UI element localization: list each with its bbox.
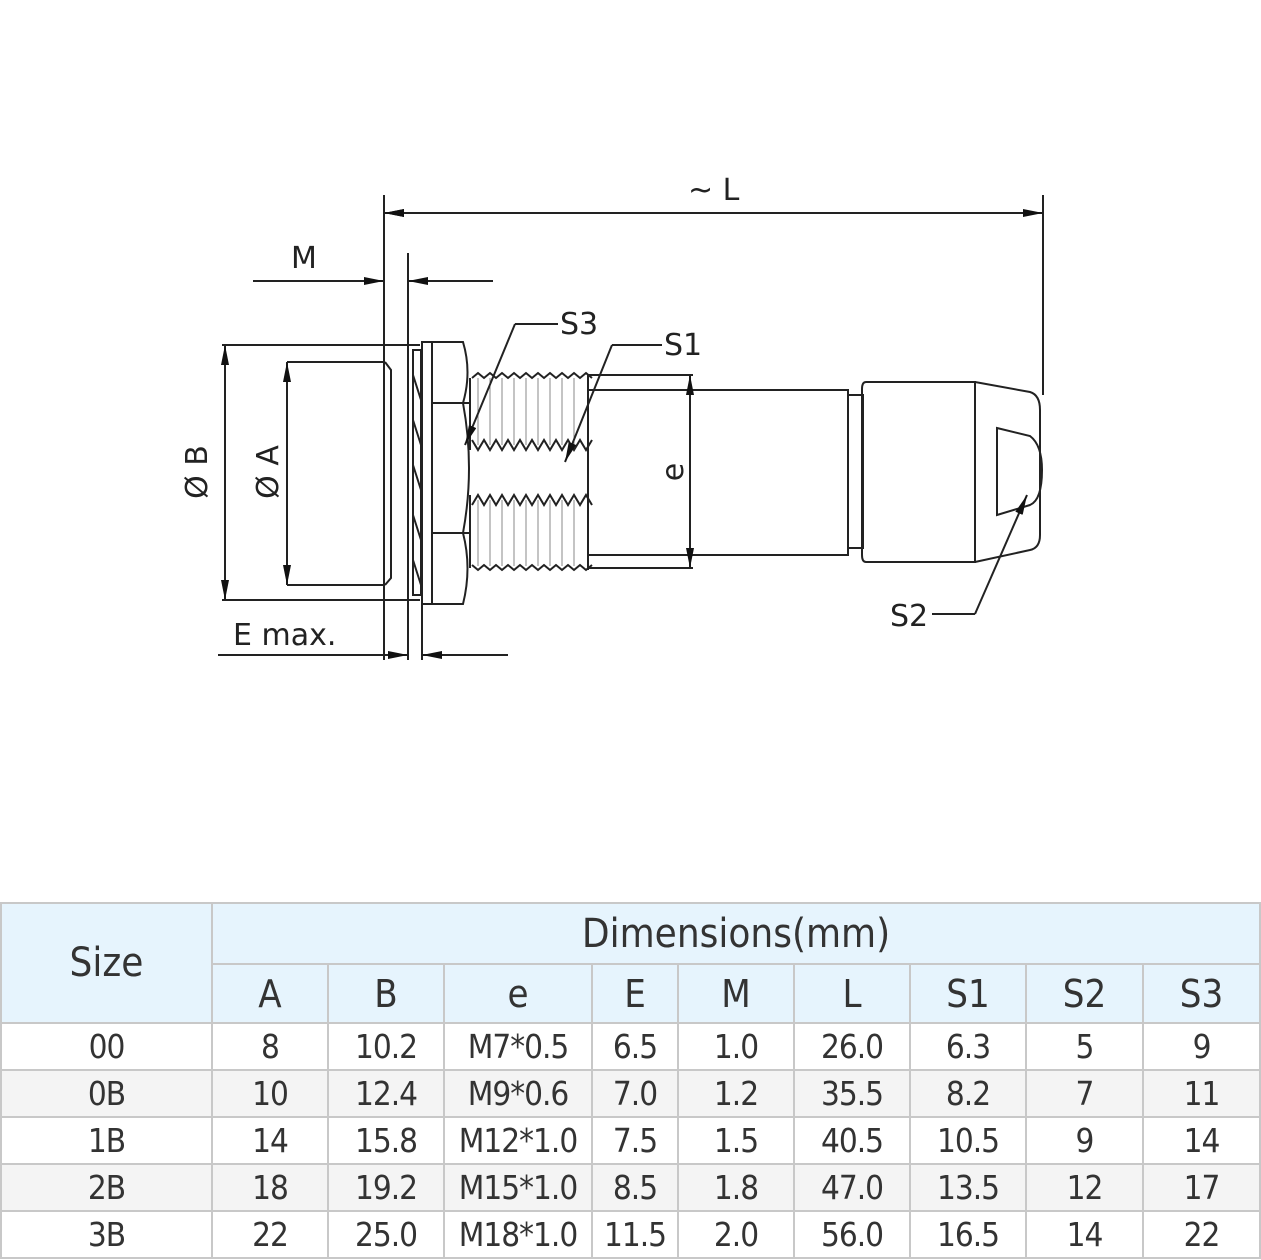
label-L: ~ L (688, 173, 740, 208)
value-cell-m: 1.2 (677, 1069, 795, 1118)
value-cell-e: 11.5 (591, 1210, 679, 1259)
label-e: e (656, 463, 691, 481)
label-S3: S3 (560, 307, 598, 342)
value-cell-s2: 12 (1025, 1163, 1144, 1212)
value-cell-s3: 9 (1141, 1022, 1261, 1071)
value-cell-s2: 5 (1025, 1022, 1144, 1071)
size-cell: 0B (0, 1069, 213, 1118)
value-cell-l: 47.0 (793, 1163, 911, 1212)
column-header-a: A (211, 963, 329, 1024)
value-cell-e: M9*0.6 (443, 1069, 593, 1118)
column-header-e: e (443, 963, 593, 1024)
column-header-m: M (677, 963, 795, 1024)
hex-nut (432, 341, 470, 605)
column-header-l: L (793, 963, 911, 1024)
value-cell-m: 2.0 (677, 1210, 795, 1259)
value-cell-e: M15*1.0 (443, 1163, 593, 1212)
sleeve-body (588, 374, 864, 569)
value-cell-a: 10 (211, 1069, 329, 1118)
value-cell-e: 7.0 (591, 1069, 679, 1118)
rear-cap (861, 381, 1044, 563)
value-cell-e: 8.5 (591, 1163, 679, 1212)
label-B: Ø B (180, 445, 215, 499)
value-cell-m: 1.8 (677, 1163, 795, 1212)
value-cell-a: 18 (211, 1163, 329, 1212)
value-cell-m: 1.5 (677, 1116, 795, 1165)
value-cell-b: 12.4 (327, 1069, 445, 1118)
size-cell: 1B (0, 1116, 213, 1165)
value-cell-a: 8 (211, 1022, 329, 1071)
value-cell-s3: 14 (1141, 1116, 1261, 1165)
size-cell: 00 (0, 1022, 213, 1071)
dimension-M (253, 253, 493, 660)
label-S2: S2 (890, 599, 928, 634)
column-header-s2: S2 (1025, 963, 1144, 1024)
label-S1: S1 (664, 328, 702, 363)
label-E: E max. (233, 618, 336, 653)
value-cell-e: 7.5 (591, 1116, 679, 1165)
value-cell-e: M12*1.0 (443, 1116, 593, 1165)
value-cell-s1: 6.3 (909, 1022, 1027, 1071)
dimension-E (218, 600, 508, 660)
value-cell-s3: 22 (1141, 1210, 1261, 1259)
size-header: Size (0, 902, 213, 1024)
size-cell: 2B (0, 1163, 213, 1212)
value-cell-l: 40.5 (793, 1116, 911, 1165)
value-cell-l: 26.0 (793, 1022, 911, 1071)
lock-washer (412, 341, 433, 605)
dimension-L (383, 195, 1044, 395)
value-cell-b: 19.2 (327, 1163, 445, 1212)
value-cell-e: M18*1.0 (443, 1210, 593, 1259)
value-cell-s2: 9 (1025, 1116, 1144, 1165)
value-cell-s1: 13.5 (909, 1163, 1027, 1212)
thread (469, 371, 593, 572)
label-M: M (291, 241, 317, 276)
leader-S3 (464, 323, 558, 446)
column-header-s3: S3 (1141, 963, 1261, 1024)
value-cell-a: 22 (211, 1210, 329, 1259)
column-header-s1: S1 (909, 963, 1027, 1024)
dimension-A (283, 361, 392, 586)
value-cell-s1: 10.5 (909, 1116, 1027, 1165)
value-cell-a: 14 (211, 1116, 329, 1165)
value-cell-b: 25.0 (327, 1210, 445, 1259)
value-cell-s3: 11 (1141, 1069, 1261, 1118)
leader-S1 (564, 344, 662, 463)
column-header-e: E (591, 963, 679, 1024)
column-header-b: B (327, 963, 445, 1024)
value-cell-e: 6.5 (591, 1022, 679, 1071)
value-cell-e: M7*0.5 (443, 1022, 593, 1071)
value-cell-b: 10.2 (327, 1022, 445, 1071)
size-cell: 3B (0, 1210, 213, 1259)
label-A: Ø A (251, 445, 286, 499)
value-cell-s2: 7 (1025, 1069, 1144, 1118)
leader-S2 (932, 494, 1028, 615)
value-cell-s3: 17 (1141, 1163, 1261, 1212)
value-cell-l: 35.5 (793, 1069, 911, 1118)
value-cell-s2: 14 (1025, 1210, 1144, 1259)
dimensions-header: Dimensions(mm) (210, 902, 1261, 965)
connector-drawing: ~ L M S3 S1 S2 e Ø B Ø A E max. (180, 173, 1044, 660)
value-cell-m: 1.0 (677, 1022, 795, 1071)
value-cell-l: 56.0 (793, 1210, 911, 1259)
value-cell-s1: 16.5 (909, 1210, 1027, 1259)
dimension-B (221, 344, 420, 601)
value-cell-s1: 8.2 (909, 1069, 1027, 1118)
value-cell-b: 15.8 (327, 1116, 445, 1165)
